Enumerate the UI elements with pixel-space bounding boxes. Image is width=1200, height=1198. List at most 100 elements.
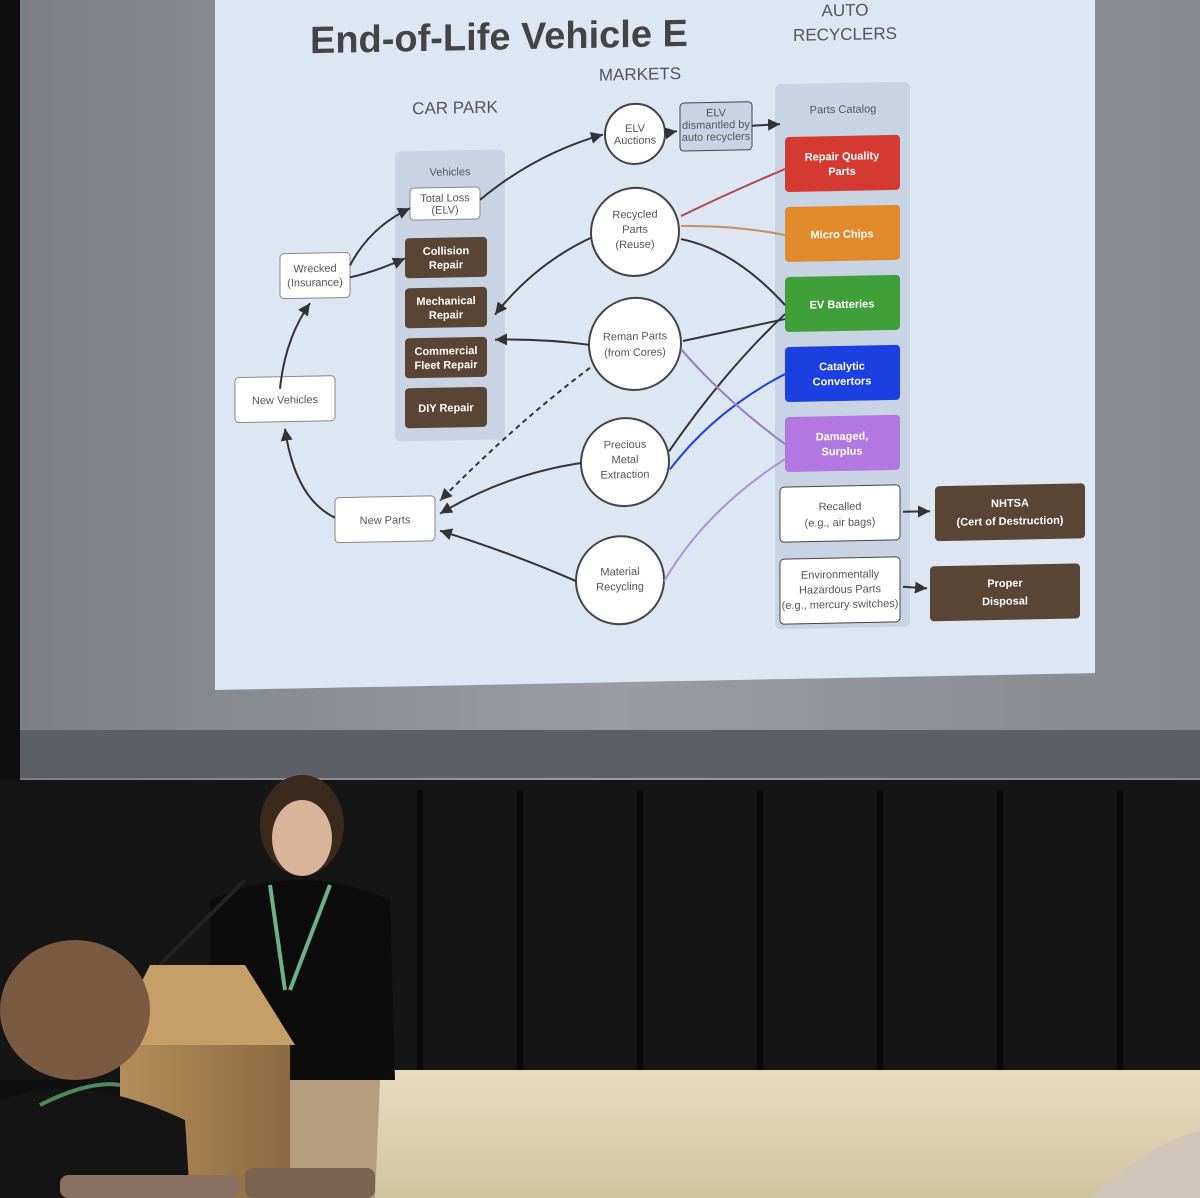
market-circle (590, 186, 680, 277)
market-line2: Parts (622, 224, 648, 237)
arrow (669, 373, 786, 470)
catalog-items: Repair Quality Parts Micro Chips EV Batt… (785, 134, 900, 472)
disposal-box (930, 563, 1080, 622)
wrecked-line1: Wrecked (293, 263, 336, 276)
market-line1: Reman Parts (603, 330, 668, 343)
hazardous-line1: Environmentally (801, 568, 880, 582)
market-line2: (from Cores) (604, 346, 666, 359)
hazardous-box (779, 556, 901, 625)
catalog-item-box (785, 344, 900, 402)
catalog-item-box (785, 274, 900, 332)
catalog-line1: EV Batteries (810, 298, 875, 311)
elv-note-line3: auto recyclers (682, 131, 751, 144)
repair-box (405, 386, 487, 429)
market-line3: Extraction (601, 469, 650, 482)
market-line2: Recycling (596, 581, 644, 594)
screen-bottom-edge (20, 730, 1200, 778)
arrow (439, 528, 577, 582)
hazardous-line3: (e.g., mercury switches) (782, 598, 899, 612)
arrow (680, 348, 786, 445)
recalled-box (779, 484, 901, 543)
market-line1: Recycled (612, 209, 657, 222)
arrow (494, 333, 590, 346)
market-circle (575, 535, 665, 626)
market-line1: ELV (625, 123, 646, 135)
repair-line1: DIY Repair (418, 402, 474, 415)
total-loss-box (409, 186, 481, 221)
repair-box (405, 236, 487, 279)
audience-shirt (0, 1088, 190, 1198)
heading-recyclers: RECYCLERS (793, 24, 897, 45)
total-loss-line1: Total Loss (420, 192, 470, 205)
arrow (494, 236, 592, 316)
wrecked-line2: (Insurance) (287, 277, 343, 290)
arrow (680, 238, 786, 306)
new-vehicles-label: New Vehicles (252, 394, 319, 407)
heading-car-park: CAR PARK (412, 98, 498, 119)
arrow (664, 127, 678, 140)
arrow (663, 458, 786, 582)
arrow (280, 428, 336, 519)
parts-catalog-label: Parts Catalog (810, 103, 877, 116)
repair-boxes: Collision Repair Mechanical Repair Comme… (405, 236, 487, 429)
disposal-line1: Proper (987, 577, 1023, 590)
repair-line2: Fleet Repair (415, 359, 479, 372)
market-line2: Auctions (614, 135, 657, 148)
catalog-item-box (785, 134, 900, 192)
recalled-line1: Recalled (819, 501, 862, 514)
stage-front (360, 1070, 1200, 1198)
catalog-line1: Damaged, (816, 430, 869, 443)
nhtsa-line1: NHTSA (991, 497, 1029, 510)
vehicles-label: Vehicles (430, 166, 471, 179)
arrow (903, 505, 930, 518)
audience-lanyard (39, 1082, 121, 1107)
catalog-line1: Repair Quality (805, 150, 880, 163)
arrow (479, 132, 604, 201)
arrow (349, 207, 411, 266)
catalog-line2: Convertors (813, 375, 872, 388)
heading-auto: AUTO (822, 0, 869, 20)
lanyard (268, 884, 332, 991)
audience-head (0, 940, 150, 1080)
catalog-item-box (785, 204, 900, 262)
catalog-item-box (785, 414, 900, 472)
arrow (279, 302, 311, 389)
new-parts-label: New Parts (360, 514, 411, 527)
arrow (902, 581, 928, 594)
catalog-arrows (663, 168, 786, 582)
market-line1: Precious (604, 439, 647, 452)
hazardous-line2: Hazardous Parts (799, 583, 881, 597)
wrecked-box (279, 251, 351, 300)
arrow (751, 118, 781, 131)
heading-markets: MARKETS (599, 64, 681, 85)
arrow (439, 461, 582, 515)
arrow (439, 367, 591, 502)
new-parts-box (334, 495, 436, 544)
arrow (349, 257, 406, 279)
catalog-line2: Surplus (822, 446, 863, 459)
audience-chair (60, 1175, 240, 1198)
arrow (680, 224, 786, 237)
nhtsa-box (935, 483, 1085, 542)
diagram-arrows (279, 118, 930, 594)
recalled-line2: (e.g., air bags) (805, 516, 876, 529)
arrow (668, 313, 786, 452)
catalog-line2: Parts (828, 166, 856, 179)
repair-line1: Collision (423, 245, 470, 258)
audience-chair (245, 1168, 375, 1198)
market-line1: Material (600, 566, 639, 579)
market-line2: Metal (612, 454, 639, 467)
microphone (158, 878, 247, 967)
audience (0, 940, 1200, 1198)
total-loss-line2: (ELV) (431, 204, 458, 217)
arrow (680, 168, 786, 217)
repair-line2: Repair (429, 259, 464, 272)
arrow (682, 318, 786, 342)
slide-title: End-of-Life Vehicle E (310, 13, 688, 62)
catalog-line1: Micro Chips (811, 228, 874, 241)
elv-note-line1: ELV (706, 107, 727, 119)
curtain-folds (417, 790, 1123, 1070)
market-line3: (Reuse) (615, 239, 654, 252)
repair-line1: Commercial (415, 345, 478, 358)
